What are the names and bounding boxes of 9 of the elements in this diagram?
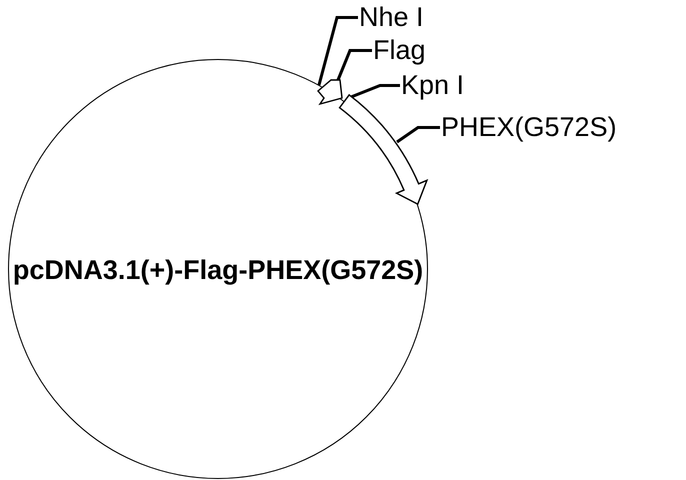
feature-label: Nhe I [359,4,424,31]
leader-line [350,84,400,98]
feature-label: Kpn I [401,72,464,99]
feature-label: Flag [373,37,426,64]
feature-label: PHEX(G572S) [441,114,617,141]
plasmid-name: pcDNA3.1(+)-Flag-PHEX(G572S) [12,257,424,284]
leader-line [336,49,372,81]
tag-arrow [317,79,343,106]
leader-line [396,126,440,144]
